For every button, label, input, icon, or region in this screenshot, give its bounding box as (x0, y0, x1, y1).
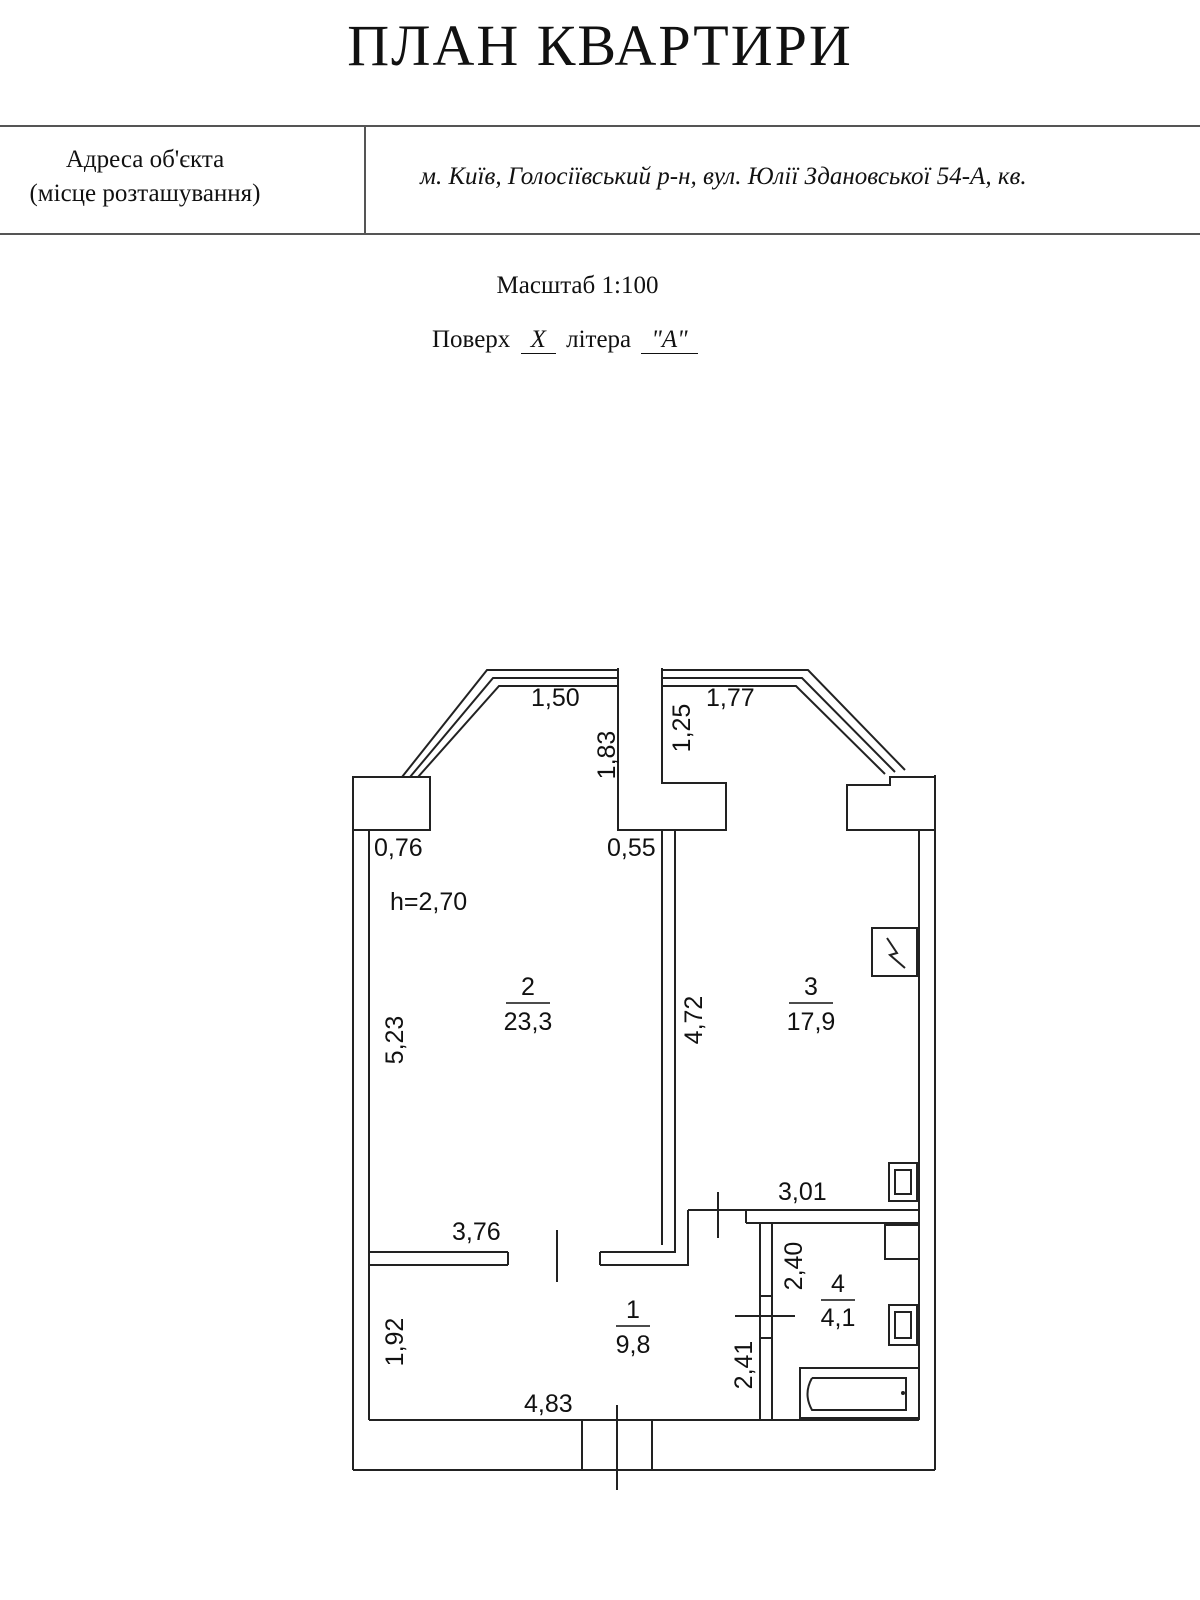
bathtub (799, 1367, 920, 1419)
lightning-icon (886, 937, 906, 969)
room-2-area: 23,3 (504, 1008, 553, 1036)
room2-door (507, 1230, 601, 1282)
dim-room3-width: 3,01 (778, 1178, 827, 1206)
kitchen-sink-inner (894, 1169, 912, 1195)
bathroom-wall (759, 1223, 773, 1420)
room3-door (687, 1192, 747, 1238)
central-pier (617, 668, 727, 831)
room-2-number: 2 (521, 973, 535, 1001)
outer-wall-bottom (353, 1419, 935, 1471)
page-title: ПЛАН КВАРТИРИ (347, 13, 853, 78)
bathroom-door (735, 1295, 795, 1339)
partition-wall-2-3 (661, 830, 676, 1245)
bathroom-cabinet (884, 1224, 920, 1260)
floor-line: Поверх Х літера "А" (432, 326, 702, 354)
ceiling-height: h=2,70 (390, 888, 467, 916)
bathtub-drain (901, 1391, 905, 1395)
left-corner-pier (352, 776, 431, 831)
address-table-divider (364, 127, 366, 233)
letter-value: "А" (641, 327, 698, 354)
dim-room1-width: 4,83 (524, 1390, 573, 1418)
address-label: Адреса об'єкта (місце розташування) (0, 143, 290, 211)
dim-room2-top-left: 0,76 (374, 834, 423, 862)
dim-room2-top-right: 0,55 (607, 834, 656, 862)
dim-left-pier-depth: 1,83 (593, 731, 621, 780)
address-value: м. Київ, Голосіївський р-н, вул. Юлії Зд… (420, 163, 1027, 190)
bay-window-right (662, 669, 906, 775)
outer-wall-right (918, 775, 936, 1470)
dim-room3-height: 4,72 (680, 996, 708, 1045)
entrance-door (581, 1405, 653, 1490)
dim-bay-right-width: 1,77 (706, 684, 755, 712)
bay-window-left (401, 669, 618, 778)
dim-hall-depth: 2,41 (730, 1341, 758, 1390)
dim-room2-width: 3,76 (452, 1218, 501, 1246)
bathroom-sink (888, 1304, 918, 1346)
kitchen-sink (888, 1162, 918, 1202)
room-labels: 2 23,3 3 17,9 1 9,8 4 4,1 (504, 973, 856, 1359)
room-4-area: 4,1 (821, 1304, 856, 1332)
dim-room4-depth: 2,40 (780, 1242, 808, 1291)
floor-value: Х (520, 327, 556, 354)
dim-room1-height: 1,92 (381, 1318, 409, 1367)
room2-bottom-wall (369, 1210, 689, 1266)
floor-label: Поверх (432, 326, 511, 353)
dim-bay-left-width: 1,50 (531, 684, 580, 712)
address-table: Адреса об'єкта (місце розташування) м. К… (0, 125, 1200, 235)
electric-panel (871, 927, 918, 977)
bathroom-sink-inner (894, 1311, 912, 1339)
letter-label: літера (566, 326, 632, 353)
dim-room2-height: 5,23 (381, 1016, 409, 1065)
outer-wall-left (352, 830, 370, 1470)
room-3-number: 3 (804, 973, 818, 1001)
scale-text: Масштаб 1:100 (496, 272, 659, 299)
room-1-number: 1 (626, 1296, 640, 1324)
address-label-line2: (місце розташування) (29, 180, 261, 207)
room-3-area: 17,9 (787, 1008, 836, 1036)
address-label-line1: Адреса об'єкта (65, 146, 225, 173)
dim-right-pier-depth: 1,25 (668, 704, 696, 753)
room-4-number: 4 (831, 1270, 845, 1298)
right-corner-pier (846, 776, 936, 831)
room-1-area: 9,8 (616, 1331, 651, 1359)
room3-bottom-wall (688, 1209, 919, 1224)
